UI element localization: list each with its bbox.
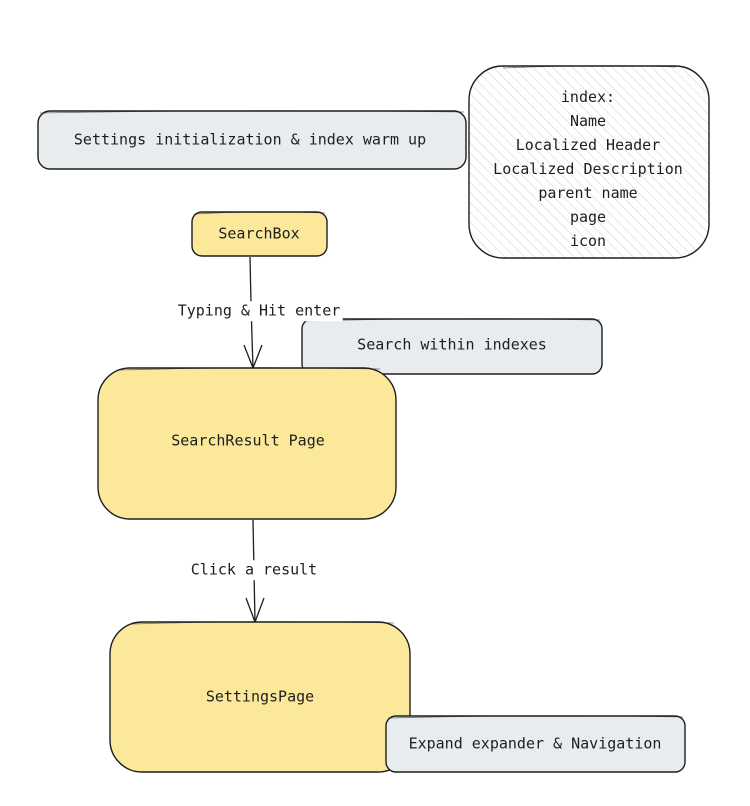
edge-label-click: Click a result (188, 560, 320, 580)
index-line-name: Name (569, 112, 607, 130)
settings-page-label: SettingsPage (205, 687, 315, 706)
index-line-page: page (569, 208, 607, 226)
edge-label-typing: Typing & Hit enter (175, 301, 343, 321)
index-line-description: Localized Description (493, 160, 683, 178)
index-line-title: index: (560, 88, 616, 106)
index-line-icon: icon (569, 232, 607, 250)
search-note-label: Search within indexes (357, 335, 547, 354)
init-note-label: Settings initialization & index warm up (73, 130, 427, 149)
index-box-text: index: Name Localized Header Localized D… (468, 85, 708, 253)
search-box-label: SearchBox (218, 224, 300, 243)
expand-note-label: Expand expander & Navigation (408, 734, 662, 753)
index-line-header: Localized Header (515, 136, 661, 154)
search-result-label: SearchResult Page (171, 431, 325, 450)
index-line-parent: parent name (538, 184, 638, 202)
